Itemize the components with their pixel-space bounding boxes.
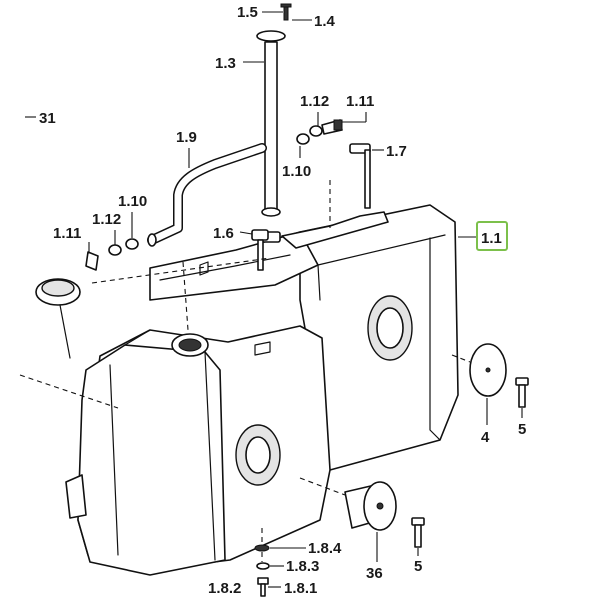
callout-1-8-3[interactable]: 1.8.3	[286, 558, 319, 575]
fitting-top-group[interactable]	[296, 119, 343, 145]
flange-part[interactable]	[344, 481, 397, 531]
fuel-tank-body[interactable]	[65, 204, 459, 576]
fitting-1-6[interactable]	[251, 229, 269, 271]
selected-callout-highlight	[476, 221, 508, 251]
cover-plate[interactable]	[469, 343, 507, 397]
vent-fitting[interactable]	[349, 143, 371, 209]
callout-1-12-left[interactable]: 1.12	[92, 211, 121, 228]
callout-5-right[interactable]: 5	[518, 421, 526, 438]
assembly-lines	[19, 180, 471, 562]
callout-36[interactable]: 36	[366, 565, 383, 582]
fitting-left-group[interactable]	[85, 238, 139, 271]
callout-1-11-top[interactable]: 1.11	[346, 93, 374, 110]
vent-hose[interactable]	[147, 143, 267, 247]
callout-1-8-1[interactable]: 1.8.1	[284, 580, 317, 597]
filler-cap[interactable]	[35, 278, 81, 359]
callout-4[interactable]: 4	[481, 429, 490, 446]
leader-lines	[25, 11, 523, 588]
callout-1-3[interactable]: 1.3	[215, 55, 236, 72]
callout-1-8-4[interactable]: 1.8.4	[308, 540, 342, 557]
callout-1-5[interactable]: 1.5	[237, 4, 258, 21]
callout-1-12-top[interactable]: 1.12	[300, 93, 329, 110]
screw-right[interactable]	[515, 377, 529, 408]
callout-1-4[interactable]: 1.4	[314, 13, 336, 30]
callout-1-7[interactable]: 1.7	[386, 143, 407, 160]
callout-1-11-left[interactable]: 1.11	[53, 225, 81, 242]
sender-screw[interactable]	[280, 3, 292, 21]
callout-5-bottom[interactable]: 5	[414, 558, 422, 575]
callout-1-6[interactable]: 1.6	[213, 225, 234, 242]
sender-tube[interactable]	[256, 30, 286, 217]
callout-1-8-2[interactable]: 1.8.2	[208, 580, 241, 597]
callout-1-10-left[interactable]: 1.10	[118, 193, 147, 210]
callout-1-1[interactable]: 1.1	[481, 230, 502, 247]
callout-31[interactable]: 31	[39, 110, 56, 127]
callout-1-9[interactable]: 1.9	[176, 129, 197, 146]
screw-bottom[interactable]	[411, 517, 425, 548]
drain-plug-group[interactable]	[254, 544, 270, 597]
callout-1-10-top[interactable]: 1.10	[282, 163, 311, 180]
